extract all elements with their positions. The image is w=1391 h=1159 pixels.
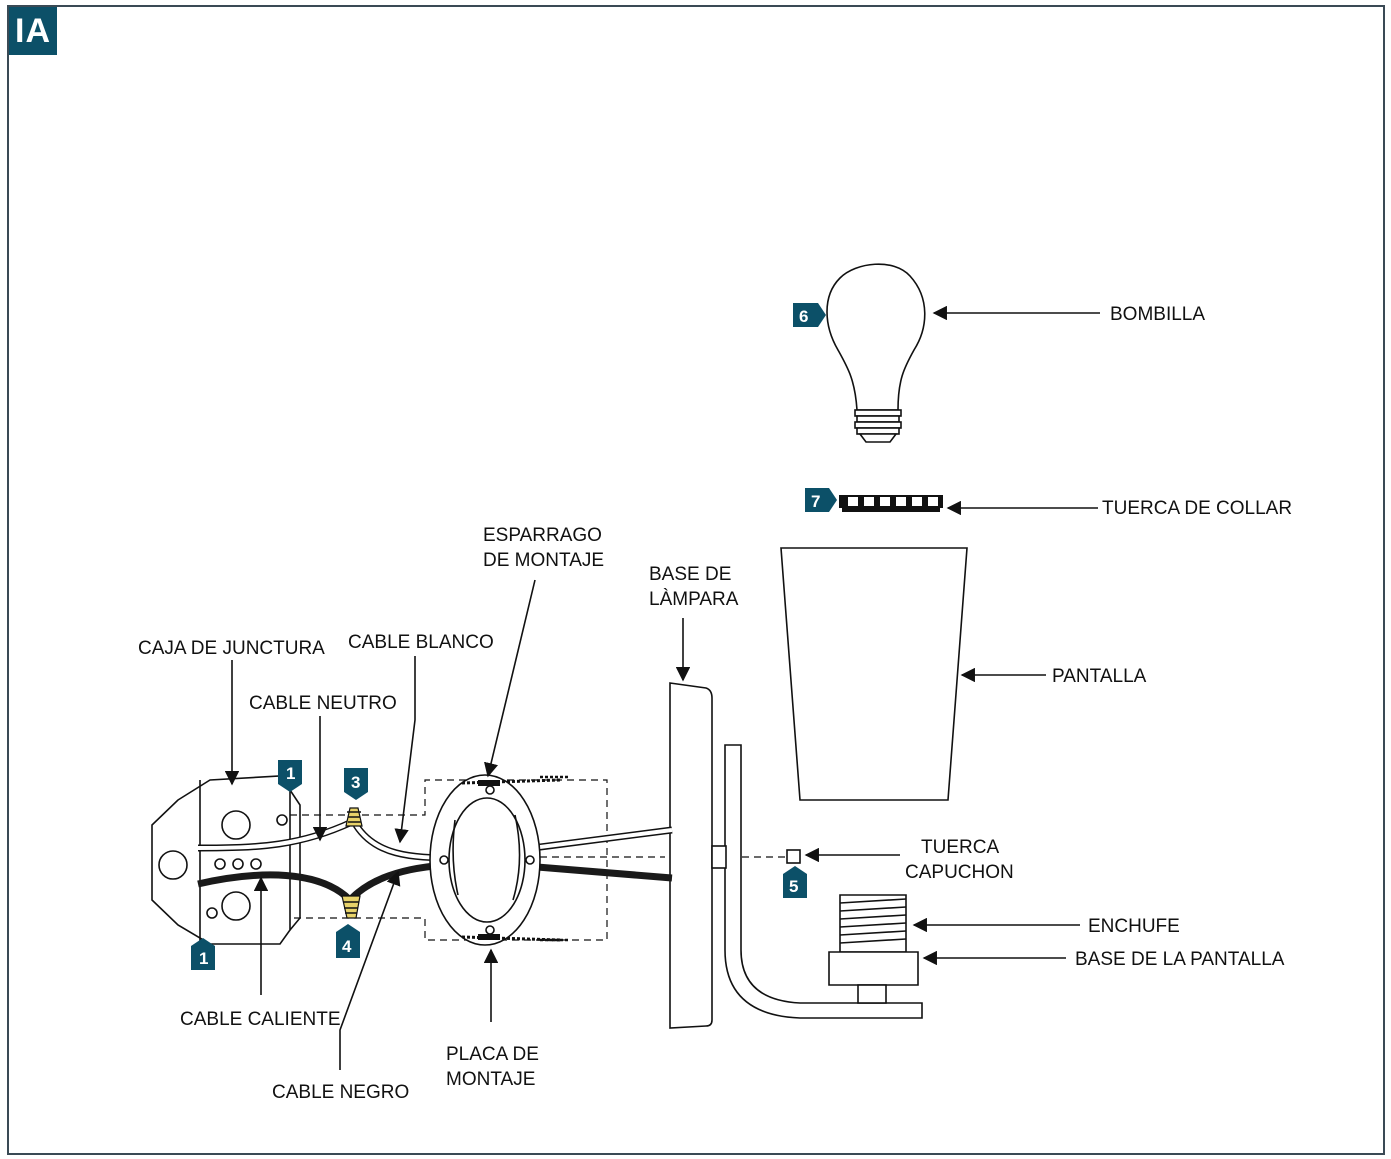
svg-text:4: 4	[342, 937, 352, 956]
label-base-lampara-1: BASE DE	[649, 564, 731, 585]
lamp-backplate	[669, 682, 713, 1029]
mounting-plate	[429, 774, 541, 946]
label-base-lampara-2: LÀMPARA	[649, 589, 739, 610]
label-tuerca-collar: TUERCA DE COLLAR	[1102, 498, 1292, 519]
label-tuerca-cap-2: CAPUCHON	[905, 862, 1014, 883]
lamp-arm	[711, 744, 923, 1019]
wire-nut-white	[345, 807, 363, 827]
label-bombilla: BOMBILLA	[1110, 304, 1205, 325]
svg-text:1: 1	[199, 949, 208, 968]
svg-text:6: 6	[799, 307, 808, 326]
mounting-screws	[461, 775, 568, 942]
svg-text:3: 3	[351, 773, 360, 792]
label-esparrago-1: ESPARRAGO	[483, 525, 602, 546]
label-base-pantalla: BASE DE LA PANTALLA	[1075, 949, 1285, 970]
label-caja-junctura: CAJA DE JUNCTURA	[138, 638, 325, 659]
collar-nut	[839, 495, 943, 512]
label-pantalla: PANTALLA	[1052, 666, 1147, 687]
socket	[839, 894, 907, 953]
step-badge-3: 3	[344, 768, 368, 800]
svg-text:5: 5	[789, 877, 798, 896]
svg-text:7: 7	[811, 492, 820, 511]
label-enchufe: ENCHUFE	[1088, 916, 1180, 937]
glass-shade	[780, 547, 968, 801]
black-wire-leader	[339, 870, 401, 1070]
alignment-dashes	[290, 779, 608, 941]
label-esparrago-2: DE MONTAJE	[483, 550, 604, 571]
figure-frame: IA	[7, 5, 1385, 1155]
label-tuerca-cap-1: TUERCA	[921, 837, 999, 858]
step-badge-7: 7	[805, 488, 837, 512]
step-badge-1-top: 1	[278, 760, 302, 792]
figure-badge: IA	[9, 7, 63, 59]
shade-holder-base	[828, 951, 919, 1004]
label-placa-2: MONTAJE	[446, 1069, 535, 1090]
svg-text:1: 1	[286, 764, 295, 783]
junction-box	[151, 775, 301, 945]
step-badge-4: 4	[336, 924, 360, 958]
light-bulb	[826, 263, 926, 443]
label-cable-caliente: CABLE CALIENTE	[180, 1009, 341, 1030]
white-wire-leader	[394, 656, 416, 844]
step-badge-5: 5	[783, 866, 807, 898]
cap-nut	[786, 849, 801, 864]
label-cable-negro: CABLE NEGRO	[272, 1082, 409, 1103]
label-cable-neutro: CABLE NEUTRO	[249, 693, 397, 714]
stud-leader	[484, 579, 536, 778]
step-badge-1-bottom: 1	[191, 938, 215, 970]
wire-nut-black	[341, 895, 361, 919]
label-placa-1: PLACA DE	[446, 1044, 539, 1065]
label-cable-blanco: CABLE BLANCO	[348, 632, 494, 653]
step-badge-6: 6	[793, 303, 826, 327]
